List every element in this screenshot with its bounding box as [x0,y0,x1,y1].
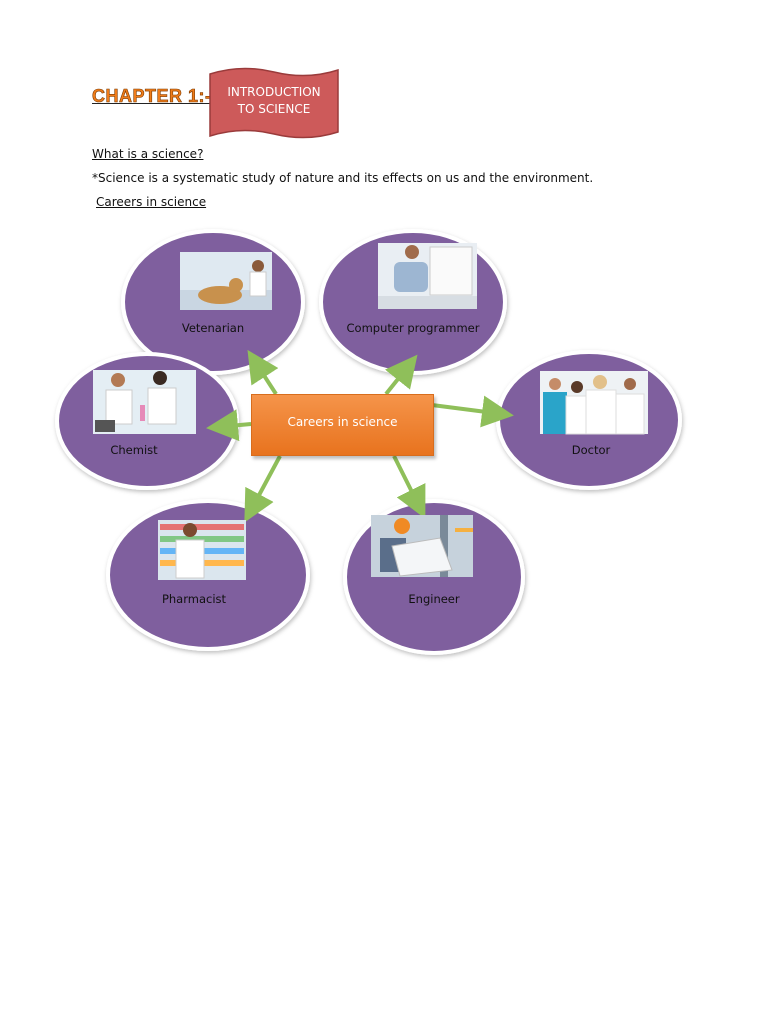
label-chemist: Chemist [110,443,158,457]
question-text: What is a science? [92,147,204,161]
chemist-photo [93,370,196,434]
label-pharmacist: Pharmacist [161,592,227,606]
intro-banner-text: INTRODUCTION TO SCIENCE [207,84,341,118]
banner-line-2: TO SCIENCE [237,102,311,116]
programmer-photo [378,243,477,309]
chapter-title: CHAPTER 1:- [92,86,212,107]
label-doctor: Doctor [571,443,611,457]
definition-text: *Science is a systematic study of nature… [92,171,594,185]
label-programmer: Computer programmer [346,321,480,335]
pharmacist-photo [158,520,246,580]
banner-line-1: INTRODUCTION [227,85,321,99]
arrow-to-doctor [431,395,514,428]
careers-heading: Careers in science [96,195,207,209]
center-label: Careers in science [287,415,398,429]
engineer-photo [371,515,473,577]
arrow-to-engineer [392,455,426,519]
arrow-to-programmer [384,354,418,396]
label-veterinarian: Vetenarian [181,321,245,335]
center-careers-box: Careers in science [251,394,434,456]
label-engineer: Engineer [408,592,460,606]
intro-banner [209,67,339,139]
arrow-to-pharmacist [244,455,282,523]
arrow-to-veterinarian [247,349,279,396]
doctor-photo [540,371,648,435]
veterinarian-photo [180,252,272,310]
arrow-to-chemist [206,409,252,442]
